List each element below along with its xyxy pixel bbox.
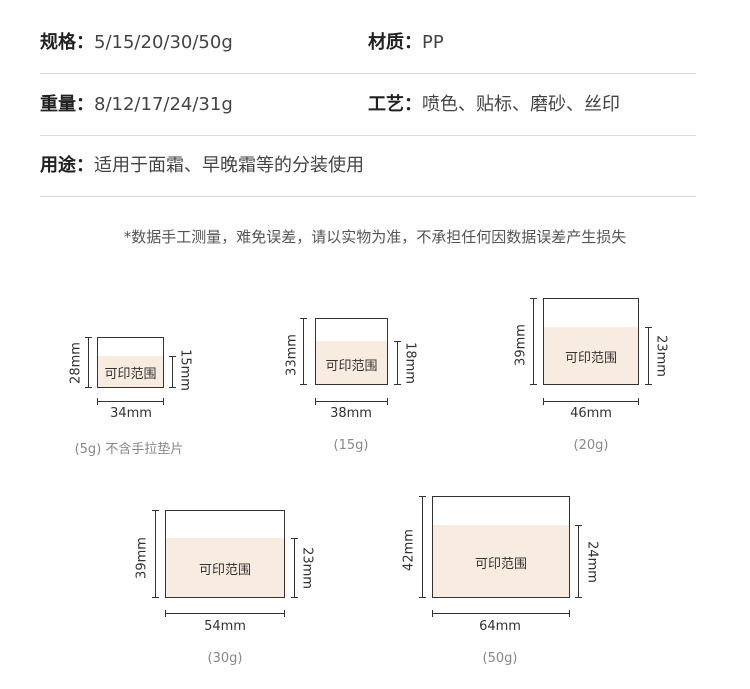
jar-15g-lid — [315, 318, 388, 342]
jar-30g-height-label: 39mm — [134, 537, 150, 579]
spec-craft-value: 喷色、贴标、磨砂、丝印 — [422, 94, 620, 115]
spec-usage-label: 用途： — [40, 155, 94, 176]
spec-weight-value: 8/12/17/24/31g — [94, 94, 233, 115]
jar-20g-width-label: 46mm — [570, 406, 612, 421]
spec-craft-label: 工艺： — [368, 94, 422, 115]
jar-50g-height-line — [419, 496, 426, 598]
spec-row-2: 重量：8/12/17/24/31g 工艺：喷色、贴标、磨砂、丝印 — [40, 74, 696, 136]
spec-material-value: PP — [422, 32, 444, 53]
jar-20g-lid — [543, 298, 639, 328]
spec-row-3: 用途：适用于面霜、早晚霜等的分装使用 — [40, 135, 696, 197]
jar-50g-height-label: 42mm — [401, 529, 417, 571]
jar-20g-print-height-line — [645, 327, 652, 385]
spec-usage: 用途：适用于面霜、早晚霜等的分装使用 — [40, 135, 364, 196]
measurement-note: *数据手工测量，难免误差，请以实物为准，不承担任何因数据误差产生损失 — [123, 228, 627, 246]
jar-50g-lid — [432, 496, 570, 526]
jar-50g-body: 可印范围 — [432, 525, 570, 598]
jar-5g-height-line — [85, 337, 92, 388]
jar-20g-print-area: 可印范围 — [564, 351, 617, 366]
jar-5g-width-line — [97, 398, 164, 405]
jar-20g-body: 可印范围 — [543, 327, 639, 385]
jar-5g-print-height-line — [169, 356, 176, 388]
jar-30g-lid — [165, 510, 285, 539]
jar-15g-print-area: 可印范围 — [325, 359, 378, 374]
jar-15g-caption: (15g) — [333, 438, 369, 453]
spec-craft: 工艺：喷色、贴标、磨砂、丝印 — [368, 74, 620, 135]
jar-5g-print-height-label: 15mm — [177, 349, 193, 391]
spec-row-1: 规格：5/15/20/30/50g 材质：PP — [40, 12, 696, 74]
jar-5g-lid — [97, 337, 164, 357]
spec-size: 规格：5/15/20/30/50g — [40, 12, 233, 73]
jar-5g-height-label: 28mm — [68, 342, 84, 384]
jar-30g-print-height-line — [291, 538, 298, 598]
jar-30g-width-line — [165, 610, 285, 617]
jar-5g-width-label: 34mm — [110, 406, 152, 421]
jar-5g-body: 可印范围 — [97, 356, 164, 388]
jar-20g-caption: (20g) — [573, 438, 609, 453]
jar-50g-width-line — [432, 610, 570, 617]
jar-20g-height-label: 39mm — [513, 324, 529, 366]
jar-30g-caption: (30g) — [207, 651, 243, 666]
jar-30g-print-height-label: 23mm — [299, 547, 315, 589]
jar-15g-height-line — [300, 318, 307, 385]
spec-usage-value: 适用于面霜、早晚霜等的分装使用 — [94, 155, 364, 176]
jar-50g-caption: (50g) — [482, 651, 518, 666]
jar-50g-print-height-line — [575, 525, 582, 598]
jar-5g-caption: (5g) 不含手拉垫片 — [74, 442, 184, 457]
spec-weight-label: 重量： — [40, 94, 94, 115]
jar-50g-width-label: 64mm — [479, 619, 521, 634]
jar-15g-print-height-label: 18mm — [402, 342, 418, 384]
jar-50g-print-area: 可印范围 — [474, 557, 527, 572]
jar-30g-print-area: 可印范围 — [198, 563, 251, 578]
spec-material: 材质：PP — [368, 12, 444, 73]
spec-size-value: 5/15/20/30/50g — [94, 32, 233, 53]
jar-30g-width-label: 54mm — [204, 619, 246, 634]
jar-15g-width-line — [315, 398, 388, 405]
jar-30g-height-line — [152, 510, 159, 598]
spec-weight: 重量：8/12/17/24/31g — [40, 74, 233, 135]
jar-15g-width-label: 38mm — [330, 406, 372, 421]
jar-5g-print-area: 可印范围 — [104, 367, 157, 382]
jar-50g-print-height-label: 24mm — [584, 541, 600, 583]
jar-30g-body: 可印范围 — [165, 538, 285, 598]
jar-20g-width-line — [543, 398, 639, 405]
jar-15g-print-height-line — [394, 341, 401, 385]
spec-size-label: 规格： — [40, 32, 94, 53]
jar-20g-print-height-label: 23mm — [653, 335, 669, 377]
jar-15g-height-label: 33mm — [284, 334, 300, 376]
jar-20g-height-line — [530, 298, 537, 385]
spec-material-label: 材质： — [368, 32, 422, 53]
jar-15g-body: 可印范围 — [315, 341, 388, 385]
